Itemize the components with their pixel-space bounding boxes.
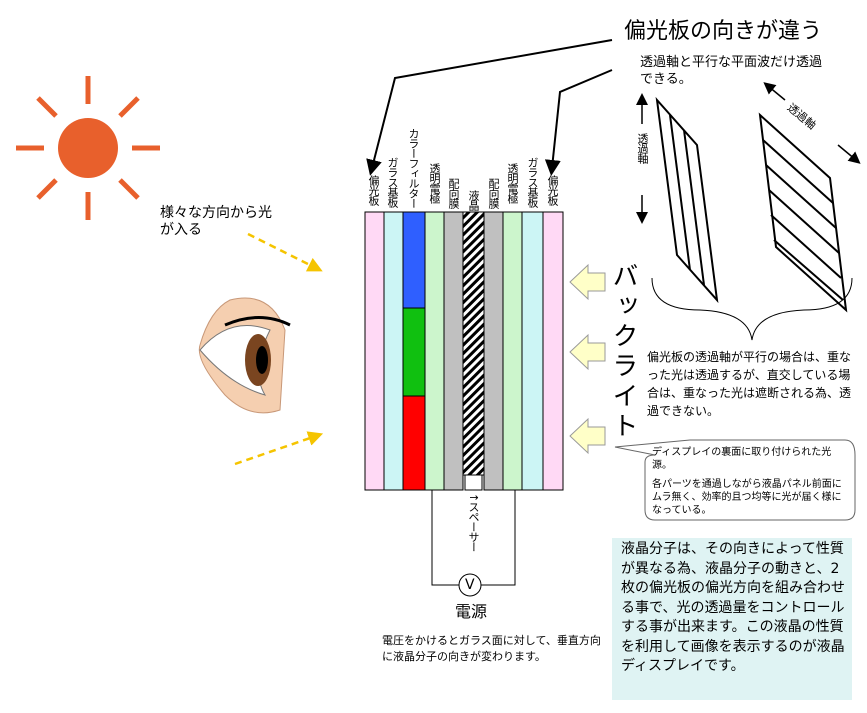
brace bbox=[651, 277, 853, 341]
spacer-label: ↑スペーサー bbox=[467, 493, 480, 552]
power-label: 電源 bbox=[455, 602, 488, 621]
axis-arrows bbox=[636, 82, 861, 224]
callout-bubble bbox=[614, 439, 856, 521]
backlight-note-2: 各パーツを通過しながら液晶パネル前面にムラ無く、効率的且つ均等に光が届く様になっ… bbox=[652, 479, 842, 516]
power-circuit bbox=[431, 490, 516, 597]
polarizer-note: 偏光板の透過軸が平行の場合は、重なった光は透過するが、直交している場合は、重なっ… bbox=[647, 350, 852, 418]
title: 偏光板の向きが違う bbox=[624, 19, 823, 44]
layer-label: ガラス基板 bbox=[386, 157, 399, 207]
layer-label: 透明電極 bbox=[506, 163, 519, 203]
backlight-label: バックライト bbox=[608, 262, 638, 442]
polarizer-crossed bbox=[758, 112, 848, 313]
sun-icon bbox=[16, 76, 160, 220]
layer-label: 偏光板 bbox=[367, 175, 380, 205]
layer-label: カラーフィルター bbox=[407, 128, 420, 208]
backlight-arrows bbox=[569, 263, 606, 455]
subtitle: 透過軸と平行な平面波だけ透過できる。 bbox=[640, 55, 823, 87]
summary-text: 液晶分子は、その向きによって性質が異なる為、液晶分子の動きと、2枚の偏光板の偏光… bbox=[621, 541, 845, 674]
layer-label: 偏光板 bbox=[546, 175, 559, 205]
eye-icon bbox=[198, 297, 291, 414]
summary-box bbox=[612, 538, 852, 700]
layer-label: 液晶 bbox=[467, 190, 480, 210]
lcd-layer-stack bbox=[364, 211, 564, 491]
title-pointer-arrows bbox=[366, 39, 613, 176]
layer-label: ガラス基板 bbox=[526, 157, 539, 207]
axis-label-left: 透過軸 bbox=[636, 133, 649, 163]
light-label: 様々な方向から光が入る bbox=[160, 205, 272, 238]
light-arrows bbox=[234, 232, 324, 466]
layer-label: 透明電極 bbox=[428, 163, 441, 203]
backlight-note-1: ディスプレイの裏面に取り付けられた光源。 bbox=[652, 447, 832, 471]
voltmeter-label: V bbox=[465, 577, 475, 593]
layer-label: 配向膜 bbox=[487, 178, 500, 208]
polarizer-parallel bbox=[655, 96, 719, 304]
voltage-caption: 電圧をかけるとガラス面に対して、垂直方向に液晶分子の向きが変わります。 bbox=[382, 634, 601, 663]
layer-label: 配向膜 bbox=[447, 178, 460, 208]
